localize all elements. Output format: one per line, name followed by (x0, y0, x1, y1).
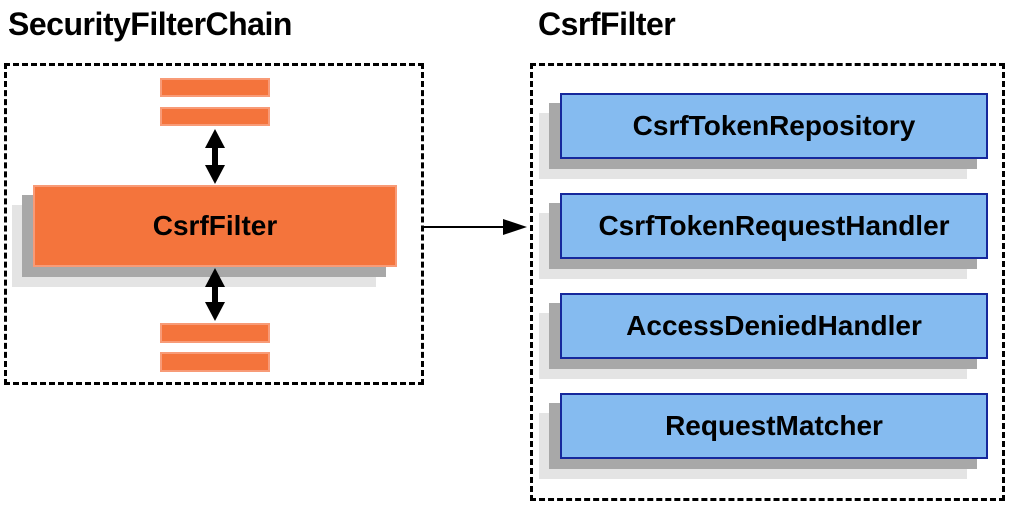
security-filter-chain-container: CsrfFilter (4, 63, 424, 385)
csrf-filter-detail-container: CsrfTokenRepository CsrfTokenRequestHand… (530, 63, 1005, 501)
component-node-csrf-token-repository: CsrfTokenRepository (560, 93, 988, 159)
component-node-request-matcher: RequestMatcher (560, 393, 988, 459)
component-node-csrf-token-request-handler: CsrfTokenRequestHandler (560, 193, 988, 259)
component-node-access-denied-handler: AccessDeniedHandler (560, 293, 988, 359)
flow-arrow-icon (424, 219, 527, 235)
csrf-filter-node-label: CsrfFilter (152, 210, 278, 241)
component-node-label: AccessDeniedHandler (626, 310, 922, 341)
filter-placeholder-bar-top-1 (160, 78, 270, 97)
filter-placeholder-bar-top-2 (160, 107, 270, 126)
component-node-label: CsrfTokenRequestHandler (598, 210, 950, 241)
filter-placeholder-bar-bottom-2 (160, 352, 270, 372)
component-node-label: CsrfTokenRepository (632, 110, 916, 141)
component-node-label: RequestMatcher (665, 410, 883, 441)
left-panel-title: SecurityFilterChain (8, 6, 292, 42)
csrf-filter-node: CsrfFilter (33, 185, 397, 267)
right-panel-title: CsrfFilter (538, 6, 676, 42)
filter-placeholder-bar-bottom-1 (160, 323, 270, 343)
